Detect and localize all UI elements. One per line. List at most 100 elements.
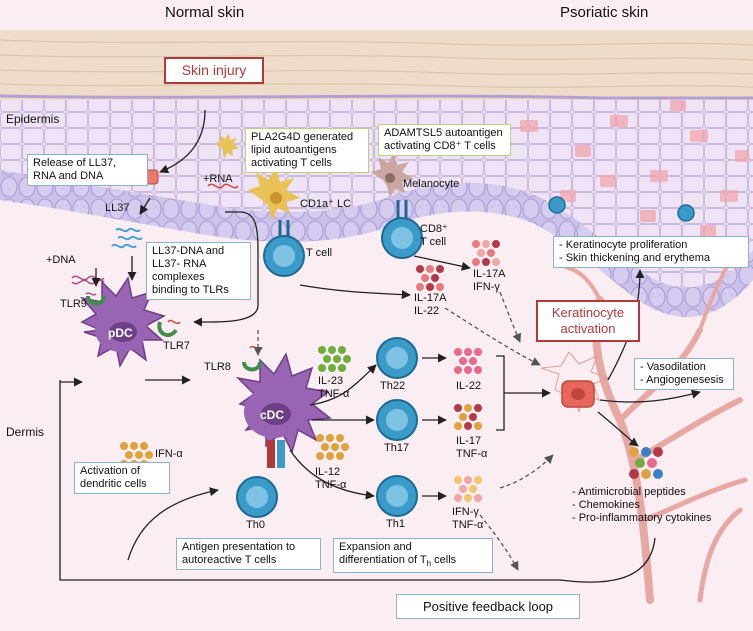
cdc-cell [235, 352, 332, 468]
ifng-tnf-line: IFN-γ [452, 506, 479, 518]
il17a-il22-line: IL-17A [414, 292, 447, 304]
pdc-label: pDC [108, 326, 133, 340]
plus-dna-label: +DNA [46, 254, 76, 266]
epidermal-t-cell [548, 196, 566, 214]
dermis-label: Dermis [6, 425, 44, 439]
dc-activation-box: Activation of dendritic cells [74, 462, 170, 494]
il12-label: IL-12 TNF-α [315, 466, 346, 492]
secreted-line: - Antimicrobial peptides [572, 486, 686, 498]
vasodilation-line: - Angiogenesesis [640, 374, 724, 386]
dc-activation-line: Activation of [80, 465, 140, 477]
cd1a-lc-label: CD1a⁺ LC [300, 198, 352, 210]
vasodilation-line: - Vasodilation [640, 361, 706, 373]
antigen-presentation-line: autoreactive T cells [182, 554, 277, 566]
psoriatic-keratinocytes [520, 100, 749, 237]
epidermis-label: Epidermis [6, 112, 60, 126]
t-cell-label: T cell [306, 247, 333, 259]
ll37-complex-line: complexes [152, 271, 205, 283]
pla2g4d-box: PLA2G4D generated lipid autoantigens act… [245, 128, 369, 173]
antigen-presentation-box: Antigen presentation to autoreactive T c… [176, 538, 321, 570]
header-psoriatic-skin: Psoriatic skin [560, 4, 649, 21]
pla2g4d-line: activating T cells [251, 157, 332, 169]
tlr9-label: TLR9 [60, 298, 87, 310]
il17a-il22-label: IL-17A IL-22 [414, 292, 446, 318]
th1-label: Th1 [386, 518, 405, 530]
basal-layer [0, 170, 753, 318]
vasodilation-box: - Vasodilation - Angiogenesesis [634, 358, 734, 390]
adamtsl5-line: ADAMTSL5 autoantigen [384, 127, 503, 139]
release-box: Release of LL37, RNA and DNA [27, 154, 148, 186]
release-line: RNA and DNA [33, 170, 104, 182]
keratinocyte-effects-line: - Keratinocyte proliferation [559, 239, 688, 251]
ll37-fragments [111, 227, 143, 249]
ifn-alpha-label: IFN-α [155, 448, 183, 460]
pla2g4d-line: lipid autoantigens [251, 144, 337, 156]
secreted-factors-label: - Antimicrobial peptides - Chemokines - … [572, 486, 711, 525]
il23-label: IL-23 TNF-α [318, 375, 349, 401]
tlr8-label: TLR8 [204, 361, 231, 373]
il17a-ifng-line: IL-17A [473, 268, 506, 280]
cd8-line: CD8⁺ [420, 223, 448, 235]
il12-line: IL-12 [315, 466, 341, 478]
il17a-ifng-line: IFN-γ [473, 281, 500, 293]
pla2g4d-line: PLA2G4D generated [251, 131, 354, 143]
il17a-il22-line: IL-22 [414, 305, 440, 317]
melanocyte [371, 153, 414, 198]
cd8-label: CD8⁺ T cell [420, 223, 448, 249]
ll37-complex-line: LL37- RNA [152, 258, 207, 270]
il23-line: IL-23 [318, 375, 344, 387]
expansion-line: differentiation of Th cells [339, 554, 457, 569]
adamtsl5-line: activating CD8⁺ T cells [384, 140, 496, 152]
langerhans-cell [248, 168, 300, 220]
dc-activation-line: dendritic cells [80, 478, 147, 490]
feedback-loop-text: Positive feedback loop [422, 599, 554, 614]
ll37-complex-box: LL37-DNA and LL37- RNA complexes binding… [146, 242, 251, 300]
t-cells [236, 217, 423, 518]
cd8-line: T cell [420, 236, 447, 248]
keratinocyte-activation-line: activation [560, 321, 616, 336]
keratinocyte-activation-line: Keratinocyte [551, 305, 625, 320]
il12-line: TNF-α [315, 479, 347, 491]
tlr-receptors [86, 295, 262, 372]
arrows [59, 109, 701, 583]
il23-line: TNF-α [318, 388, 350, 400]
epidermis-layer [0, 100, 753, 288]
antigen-presentation-line: Antigen presentation to [182, 541, 296, 553]
th0-label: Th0 [246, 519, 265, 531]
header-normal-skin: Normal skin [165, 4, 245, 21]
keratinocyte-effects-line: - Skin thickening and erythema [559, 252, 711, 264]
ll37-complex-line: binding to TLRs [152, 284, 229, 296]
dashed-arrows [253, 291, 554, 571]
keratinocyte-effects-box: - Keratinocyte proliferation - Skin thic… [553, 236, 749, 268]
melanocyte-label: Melanocyte [403, 178, 460, 190]
expansion-box: Expansion and differentiation of Th cell… [333, 538, 493, 574]
release-line: Release of LL37, [33, 157, 117, 169]
cytokine-clusters [120, 240, 663, 502]
th22-label: Th22 [380, 380, 406, 392]
th17-label: Th17 [384, 442, 410, 454]
adamtsl5-box: ADAMTSL5 autoantigen activating CD8⁺ T c… [378, 124, 511, 156]
ll37-label: LL37 [105, 202, 130, 214]
tcr-stalks [278, 200, 408, 236]
expansion-line: Expansion and [339, 541, 412, 553]
il17a-ifng-label: IL-17A IFN-γ [473, 268, 505, 294]
ll37-complex-line: LL37-DNA and [152, 245, 225, 257]
activated-keratinocyte [540, 351, 611, 413]
cdc-label: cDC [260, 408, 285, 422]
epidermal-t-cell [677, 204, 695, 222]
secreted-line: - Pro-inflammatory cytokines [572, 512, 712, 524]
il17-tnf-line: IL-17 [456, 435, 482, 447]
ifng-tnf-label: IFN-γ TNF-α [452, 506, 483, 532]
il22-label: IL-22 [456, 380, 482, 392]
ifng-tnf-line: TNF-α [452, 519, 484, 531]
secreted-line: - Chemokines [572, 499, 640, 511]
feedback-loop-box: Positive feedback loop [396, 594, 580, 619]
il17-tnf-line: TNF-α [456, 448, 488, 460]
keratinocyte-activation-box: Keratinocyte activation [536, 300, 640, 342]
plus-rna-label: +RNA [203, 173, 233, 185]
skin-injury-box: Skin injury [164, 57, 264, 84]
tlr7-label: TLR7 [163, 340, 190, 352]
il17-tnf-label: IL-17 TNF-α [456, 435, 487, 461]
dendritic-cell-epidermis [215, 133, 239, 159]
